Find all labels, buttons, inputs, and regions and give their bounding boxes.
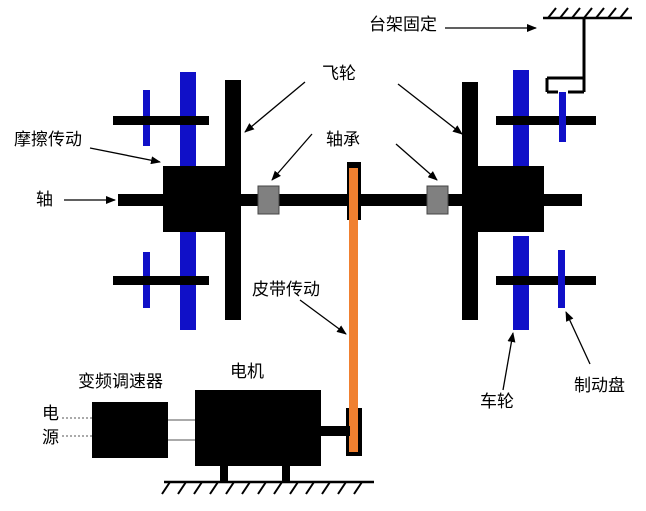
- drive-belt: [349, 168, 358, 452]
- label-flywheel: 飞轮: [322, 64, 356, 84]
- left-lower-axle: [113, 276, 209, 285]
- frame-mount: [543, 7, 632, 94]
- right-upper-brake-disc: [559, 92, 566, 142]
- motor-foot-left: [220, 466, 228, 482]
- left-upper-axle: [113, 116, 209, 125]
- right-lower-axle: [496, 276, 596, 285]
- right-upper-axle: [496, 116, 596, 125]
- inverter-motor-leads: [168, 419, 195, 441]
- flywheel-right: [462, 82, 478, 320]
- label-power-1: 电: [42, 404, 59, 424]
- motor-body: [195, 390, 321, 466]
- right-assembly: [462, 70, 596, 330]
- bearing-right: [426, 185, 449, 215]
- right-lower-brake-disc: [558, 250, 565, 308]
- friction-hub-right: [478, 166, 544, 232]
- left-assembly: [113, 72, 241, 330]
- arrow-bearing-left: [271, 133, 313, 181]
- motor-ground: [161, 480, 374, 495]
- label-power-2: 源: [42, 428, 59, 448]
- label-belt-drive: 皮带传动: [252, 280, 320, 300]
- label-shaft: 轴: [36, 190, 53, 210]
- arrow-flywheel-left: [244, 81, 306, 133]
- friction-hub-left: [163, 166, 235, 232]
- arrow-brake-disc: [565, 311, 591, 365]
- label-wheel: 车轮: [480, 392, 514, 412]
- bearing-left: [257, 185, 280, 215]
- arrow-flywheel-right: [397, 83, 463, 135]
- power-leads: [62, 417, 92, 437]
- label-brake-disc: 制动盘: [574, 376, 625, 396]
- inverter-box: [92, 402, 168, 458]
- arrow-friction-drive: [89, 147, 161, 165]
- label-bearing: 轴承: [326, 130, 360, 150]
- label-inverter: 变频调速器: [78, 372, 163, 392]
- leader-arrows: [64, 24, 591, 391]
- label-friction-drive: 摩擦传动: [14, 130, 82, 150]
- motor-foot-right: [282, 466, 290, 482]
- label-frame-fixed: 台架固定: [369, 15, 437, 35]
- motor-shaft: [320, 426, 350, 436]
- flywheel-left: [225, 80, 241, 320]
- arrow-belt-drive: [299, 299, 347, 335]
- arrow-wheel: [502, 332, 516, 391]
- label-motor: 电机: [230, 362, 264, 382]
- arrow-bearing-right: [395, 143, 438, 181]
